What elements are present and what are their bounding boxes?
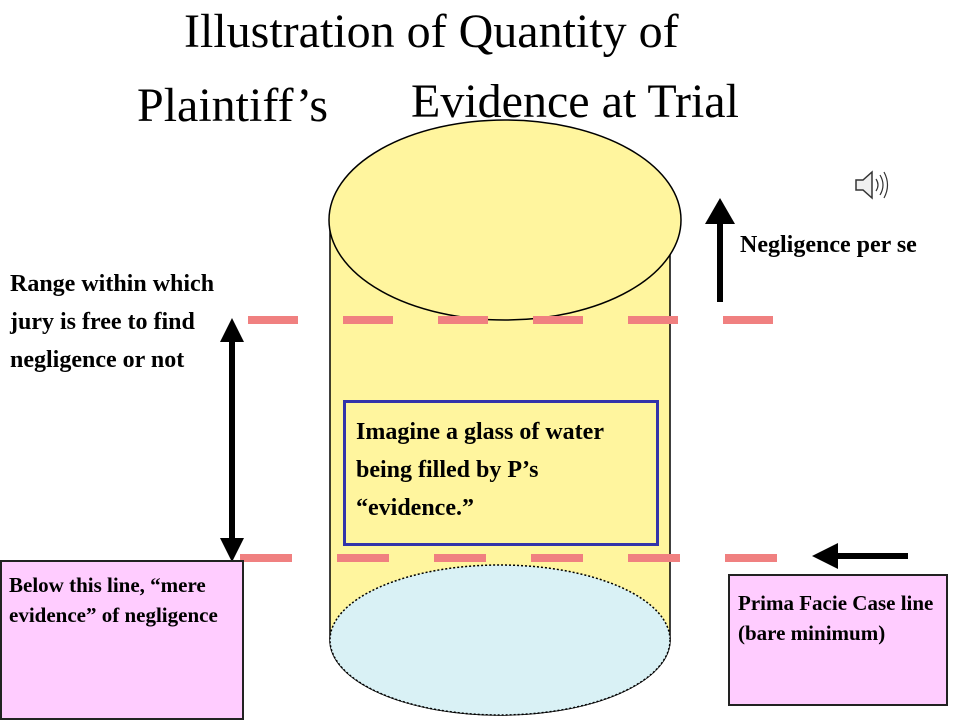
up-arrow [705,198,735,302]
range-label: Range within which jury is free to find … [10,271,215,373]
water-surface [329,564,671,716]
imagine-callout: Imagine a glass of water being filled by… [343,400,659,546]
title-line-1: Illustration of Quantity of [184,5,679,58]
below-line-box: Below this line, “mere evidence” of negl… [0,560,244,720]
title-line-2-right: Evidence at Trial [411,75,739,128]
prima-facie-box: Prima Facie Case line (bare minimum) [728,574,948,706]
left-arrow [812,543,908,569]
range-double-arrow [220,318,244,562]
negligence-per-se-label: Negligence per se [740,232,917,258]
glass-top [328,119,682,321]
title-line-2-left: Plaintiff’s [137,79,329,132]
speaker-icon[interactable] [852,168,892,202]
